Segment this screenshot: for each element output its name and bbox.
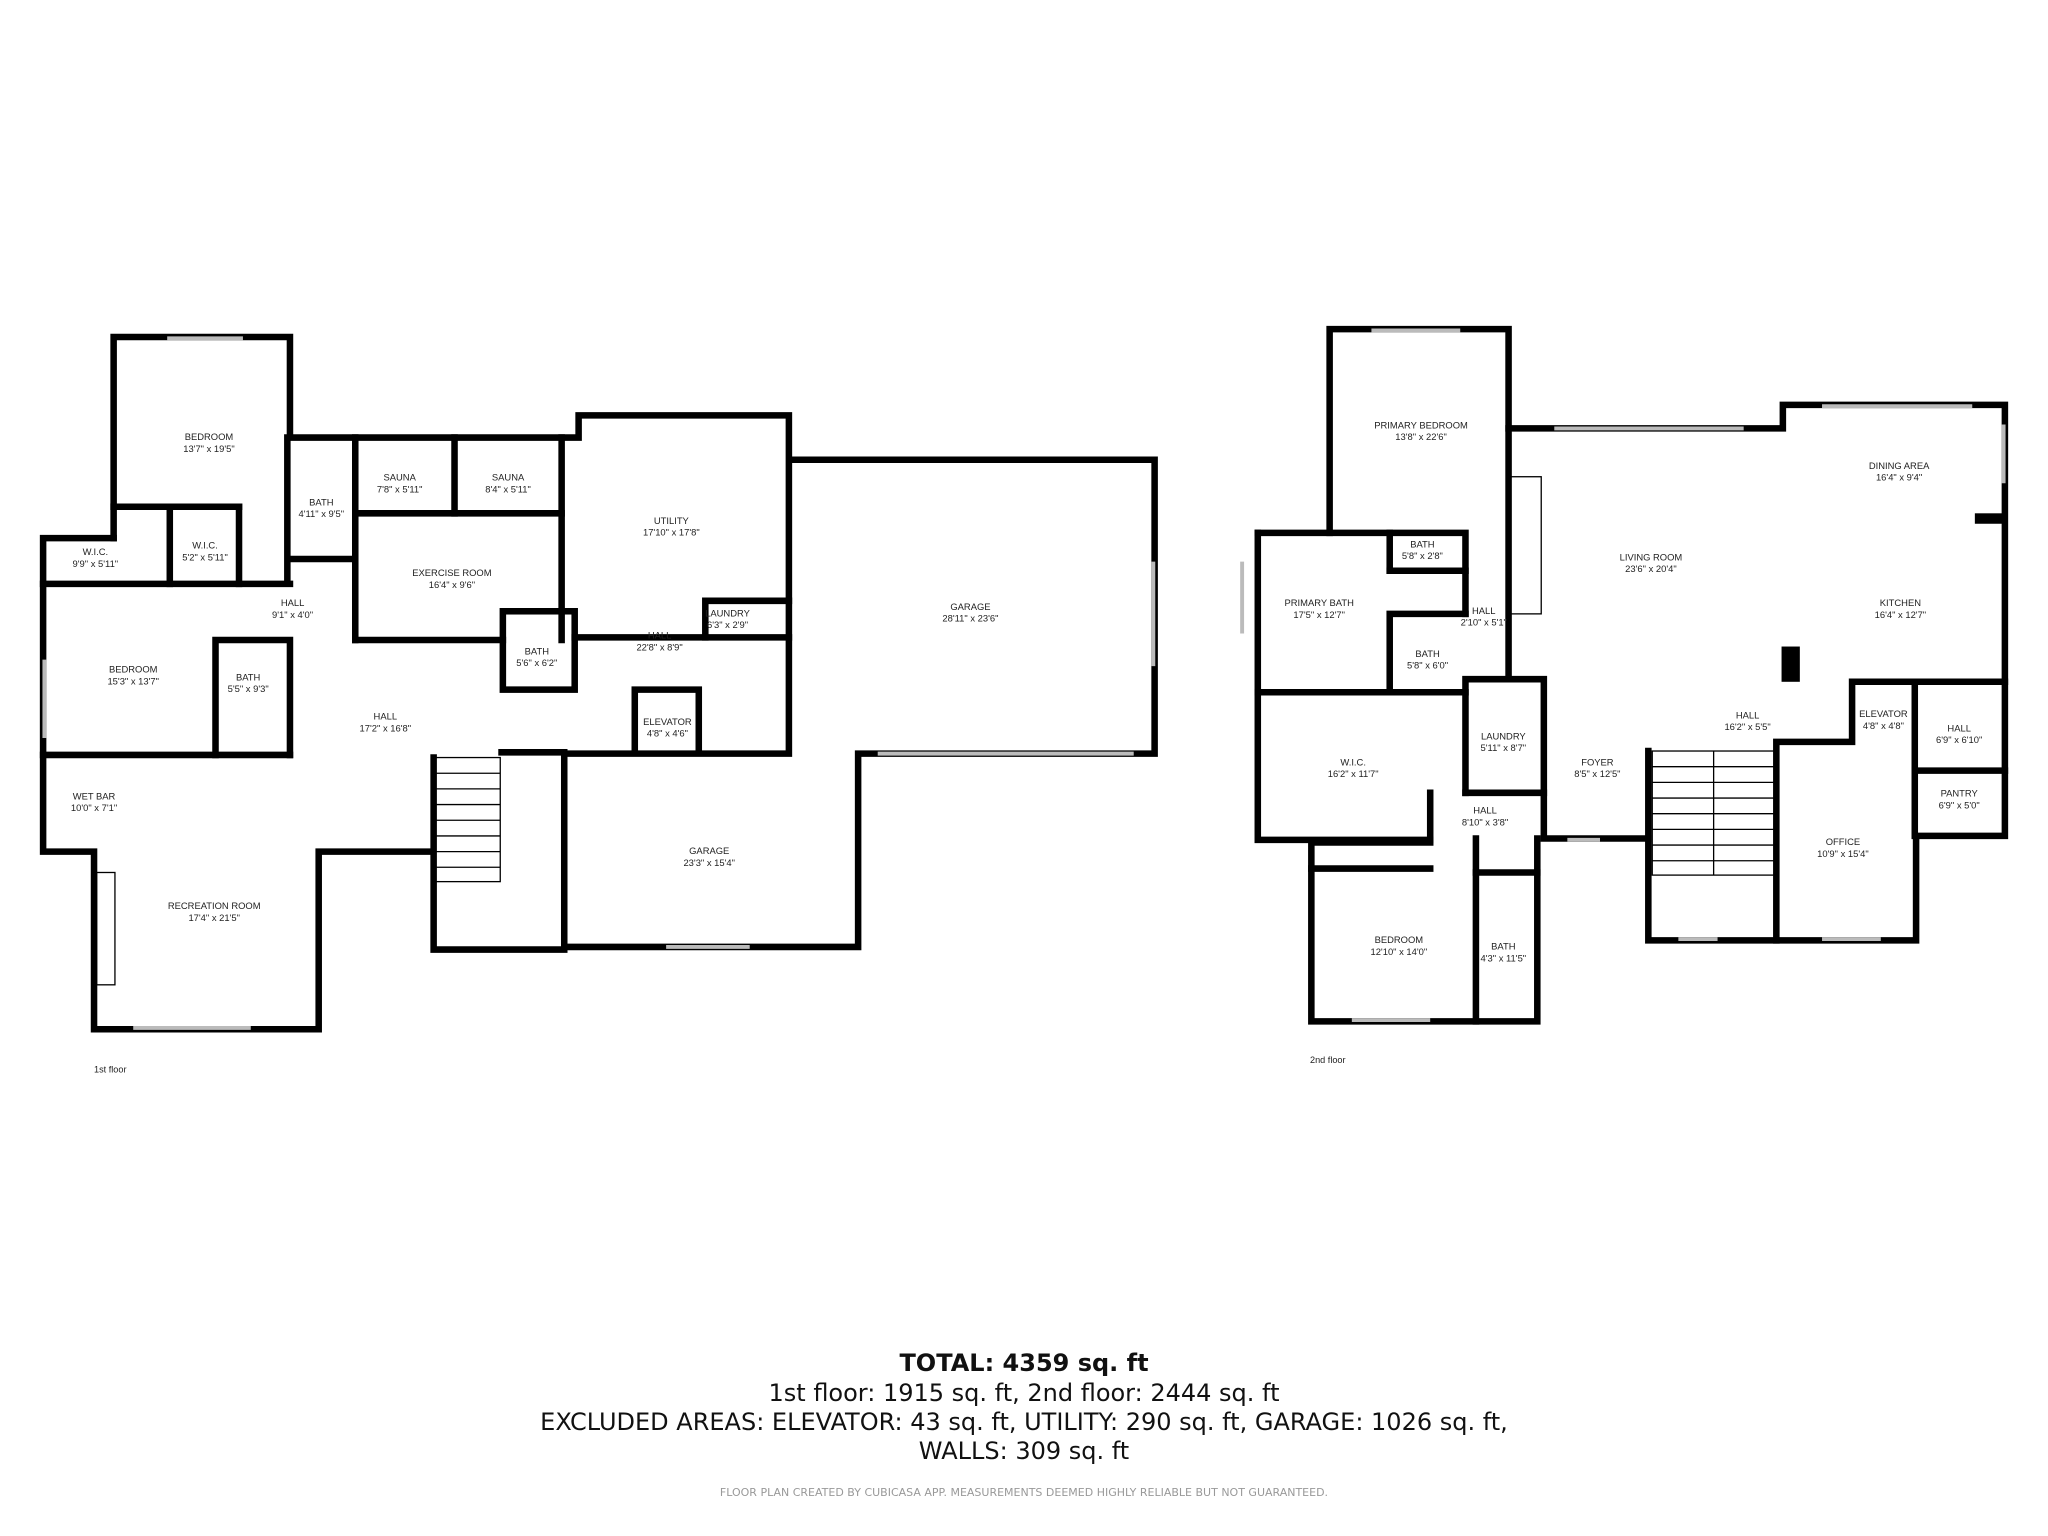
walls-area: WALLS: 309 sq. ft	[918, 1437, 1130, 1465]
room-name: SAUNA	[383, 472, 416, 483]
room-dimensions: 7'8" x 5'11"	[377, 483, 423, 494]
room-dimensions: 6'9" x 6'10"	[1936, 734, 1982, 745]
room-name: RECREATION ROOM	[168, 900, 261, 911]
room-name: BEDROOM	[185, 431, 234, 442]
room-dimensions: 2'10" x 5'1"	[1461, 617, 1507, 628]
room-name: ELEVATOR	[643, 716, 692, 727]
room-name: W.I.C.	[1340, 756, 1366, 767]
room-dimensions: 13'8" x 22'6"	[1395, 431, 1447, 442]
room-name: KITCHEN	[1880, 597, 1921, 608]
room-name: LAUNDRY	[1481, 730, 1526, 741]
stairs	[1651, 750, 1777, 876]
room-dimensions: 17'4" x 21'5"	[188, 912, 240, 923]
room-dimensions: 17'10" x 17'8"	[643, 527, 700, 538]
room-dimensions: 4'3" x 11'5"	[1481, 952, 1527, 963]
floor-label: 2nd floor	[1310, 1055, 1346, 1065]
room-name: LAUNDRY	[705, 607, 750, 618]
room-dimensions: 8'4" x 5'11"	[485, 483, 531, 494]
room-name: PRIMARY BATH	[1284, 597, 1354, 608]
room-name: HALL	[1473, 805, 1497, 816]
room-name: WET BAR	[73, 790, 116, 801]
room-dimensions: 17'5" x 12'7"	[1293, 609, 1345, 620]
room-name: LIVING ROOM	[1620, 551, 1683, 562]
room-dimensions: 4'8" x 4'8"	[1863, 720, 1904, 731]
excluded-areas: EXCLUDED AREAS: ELEVATOR: 43 sq. ft, UTI…	[540, 1408, 1508, 1436]
room-dimensions: 6'3" x 2'9"	[707, 619, 748, 630]
room-dimensions: 22'8" x 8'9"	[636, 641, 682, 652]
floor-label: 1st floor	[94, 1064, 126, 1074]
second-floor-walls	[1240, 325, 2009, 1025]
room-dimensions: 5'8" x 2'8"	[1402, 550, 1443, 561]
room-name: W.I.C.	[83, 546, 109, 557]
room-name: HALL	[281, 597, 305, 608]
room-dimensions: 12'10" x 14'0"	[1370, 946, 1427, 957]
room-name: BEDROOM	[1375, 934, 1424, 945]
room-dimensions: 10'0" x 7'1"	[71, 802, 117, 813]
room-name: FOYER	[1581, 756, 1614, 767]
room-dimensions: 5'11" x 8'7"	[1481, 742, 1527, 753]
room-dimensions: 8'5" x 12'5"	[1574, 768, 1620, 779]
room-name: HALL	[1736, 709, 1760, 720]
room-dimensions: 6'9" x 5'0"	[1939, 799, 1980, 810]
room-name: GARAGE	[689, 845, 729, 856]
room-dimensions: 4'8" x 4'6"	[647, 728, 688, 739]
first-floor-walls	[39, 333, 1158, 1033]
room-name: BEDROOM	[109, 664, 158, 675]
room-dimensions: 5'8" x 6'0"	[1407, 660, 1448, 671]
floor-areas: 1st floor: 1915 sq. ft, 2nd floor: 2444 …	[768, 1379, 1280, 1407]
disclaimer: FLOOR PLAN CREATED BY CUBICASA APP. MEAS…	[719, 1486, 1329, 1499]
room-dimensions: 16'4" x 12'7"	[1875, 609, 1927, 620]
room-name: OFFICE	[1826, 836, 1860, 847]
room-name: UTILITY	[654, 515, 690, 526]
room-name: SAUNA	[492, 472, 525, 483]
room-dimensions: 23'3" x 15'4"	[683, 857, 735, 868]
room-name: BATH	[309, 496, 334, 507]
room-dimensions: 5'6" x 6'2"	[516, 657, 557, 668]
room-dimensions: 23'6" x 20'4"	[1625, 563, 1677, 574]
room-name: BATH	[1415, 648, 1440, 659]
room-dimensions: 5'5" x 9'3"	[228, 683, 269, 694]
room-name: HALL	[648, 630, 672, 641]
room-name: GARAGE	[950, 601, 990, 612]
room-dimensions: 13'7" x 19'5"	[183, 443, 235, 454]
room-dimensions: 9'9" x 5'11"	[73, 558, 119, 569]
room-name: EXERCISE ROOM	[412, 567, 491, 578]
room-dimensions: 15'3" x 13'7"	[107, 675, 159, 686]
room-dimensions: 5'2" x 5'11"	[182, 551, 228, 562]
room-name: PANTRY	[1941, 788, 1979, 799]
room-dimensions: 16'2" x 11'7"	[1328, 768, 1379, 779]
room-name: DINING AREA	[1869, 460, 1930, 471]
room-dimensions: 16'4" x 9'4"	[1876, 472, 1922, 483]
room-dimensions: 8'10" x 3'8"	[1462, 816, 1508, 827]
room-dimensions: 16'2" x 5'5"	[1724, 721, 1770, 732]
room-name: HALL	[1947, 722, 1971, 733]
room-dimensions: 16'4" x 9'6"	[429, 579, 475, 590]
room-name: HALL	[1472, 605, 1496, 616]
room-name: BATH	[1410, 538, 1435, 549]
room-name: BATH	[236, 671, 261, 682]
room-name: BATH	[1491, 941, 1516, 952]
room-dimensions: 10'9" x 15'4"	[1817, 848, 1869, 859]
room-dimensions: 4'11" x 9'5"	[299, 508, 345, 519]
total-area: TOTAL: 4359 sq. ft	[899, 1349, 1149, 1377]
room-dimensions: 9'1" x 4'0"	[272, 609, 313, 620]
room-name: ELEVATOR	[1859, 708, 1908, 719]
room-name: PRIMARY BEDROOM	[1374, 419, 1468, 430]
room-name: HALL	[374, 711, 398, 722]
room-name: BATH	[525, 645, 550, 656]
room-name: W.I.C.	[192, 540, 218, 551]
room-dimensions: 28'11" x 23'6"	[942, 613, 998, 624]
stairs	[434, 756, 501, 883]
room-dimensions: 17'2" x 16'8"	[360, 722, 412, 733]
